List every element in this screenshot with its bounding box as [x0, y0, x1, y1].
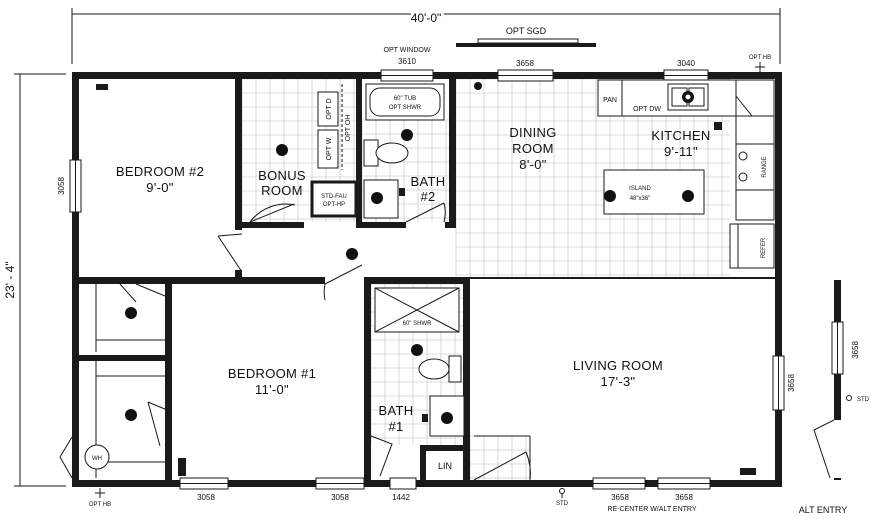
bedroom-2: BEDROOM #2 9'-0"	[96, 84, 204, 195]
std-fau-label-2: OPT-HP	[323, 202, 345, 208]
bath-1-name: BATH	[379, 403, 414, 418]
width-dimension: 40'-0"	[71, 8, 781, 64]
dining-size: 8'-0"	[519, 157, 546, 172]
range-label: RANGE	[762, 156, 768, 177]
bonus-room-name-2: ROOM	[261, 183, 303, 198]
opt-shwr-label-bath2: OPT SHWR	[389, 105, 422, 111]
interior-walls	[72, 72, 775, 487]
opening-labels: OPT WINDOW 3610 3658 3040 OPT HB 3058 36…	[57, 47, 796, 513]
tub-label: 60" TUB	[394, 96, 416, 102]
std-bottom-label: STD	[556, 501, 569, 507]
living-room: LIVING ROOM 17'-3"	[473, 358, 756, 481]
w-3058-bottom2-label: 3058	[331, 493, 349, 502]
bedroom-2-size: 9'-0"	[146, 180, 173, 195]
w-3658-right-label: 3658	[787, 374, 796, 392]
depth-label: 23' - 4"	[3, 261, 17, 298]
bonus-room: OPT D OPT W OPT OH BONUS ROOM STD-FAU OP…	[249, 84, 358, 228]
shwr60-label: 60" SHWR	[403, 321, 432, 327]
bath-2-number: #2	[420, 189, 435, 204]
opt-hb-top-label: OPT HB	[749, 55, 771, 61]
windows	[69, 69, 785, 490]
std-fau-label-1: STD-FAU	[321, 194, 347, 200]
kitchen-size: 9'-11"	[664, 144, 698, 159]
bonus-room-name-1: BONUS	[258, 168, 306, 183]
pan-label: PAN	[603, 97, 617, 104]
width-label: 40'-0"	[411, 11, 442, 25]
w-3658-bottom2-label: 3658	[675, 493, 693, 502]
island-size-label: 48"x36"	[630, 196, 651, 202]
alt-entry: 3658 STD ALT ENTRY	[799, 280, 870, 515]
opt-window-label: OPT WINDOW	[384, 47, 431, 54]
bath-2-name: BATH	[411, 174, 446, 189]
depth-dimension: 23' - 4"	[0, 73, 66, 487]
lin-label: LIN	[438, 461, 452, 471]
bedroom-1: BEDROOM #1 11'-0"	[147, 366, 316, 476]
alt-3658-label: 3658	[851, 341, 860, 359]
dining-name-2: ROOM	[512, 141, 554, 156]
island-label: ISLAND	[629, 186, 651, 192]
d-1442-label: 1442	[392, 493, 410, 502]
living-room-size: 17'-3"	[601, 374, 636, 389]
dining-name-1: DINING	[509, 125, 556, 140]
dining-room: DINING ROOM 8'-0"	[474, 82, 556, 172]
bath-1: 60" SHWR BATH #1 LIN	[370, 287, 465, 477]
opt-oh-label: OPT OH	[345, 115, 352, 142]
alt-std-label: STD	[857, 397, 870, 403]
bedroom-1-size: 11'-0"	[255, 382, 289, 397]
opt-hb-bottom-label: OPT HB	[89, 502, 111, 508]
refer-label: REFER	[761, 237, 767, 258]
w-3658-top-label: 3658	[516, 59, 534, 68]
bedroom-1-name: BEDROOM #1	[228, 366, 316, 381]
w-3658-bottom1-label: 3658	[611, 493, 629, 502]
w-3040-label: 3040	[677, 59, 695, 68]
hallway	[217, 233, 363, 301]
living-room-name: LIVING ROOM	[573, 358, 663, 373]
opt-w-label: OPT W	[326, 137, 333, 160]
tile-grid-entry	[469, 435, 530, 480]
bath-2: 60" TUB OPT SHWR BATH #2	[363, 83, 446, 223]
recenter-label: RE-CENTER W/ALT ENTRY	[607, 506, 696, 513]
alt-entry-label: ALT ENTRY	[799, 505, 848, 515]
opt-dw-label: OPT DW	[633, 106, 661, 113]
bath-1-number: #1	[388, 419, 403, 434]
opt-d-label: OPT D	[326, 98, 333, 119]
w-3610-label: 3610	[398, 57, 416, 66]
kitchen-name: KITCHEN	[651, 128, 710, 143]
kitchen: PAN OPT DW RANGE REFER KITCHEN 9'-11" IS…	[597, 79, 775, 269]
wh-label: WH	[92, 456, 102, 462]
w-3058-left-label: 3058	[57, 177, 66, 195]
bedroom-2-name: BEDROOM #2	[116, 164, 204, 179]
opt-sgd-label: OPT SGD	[506, 26, 547, 36]
opt-sgd: OPT SGD	[456, 26, 596, 47]
w-3058-bottom1-label: 3058	[197, 493, 215, 502]
closets-left: WH	[59, 283, 166, 479]
